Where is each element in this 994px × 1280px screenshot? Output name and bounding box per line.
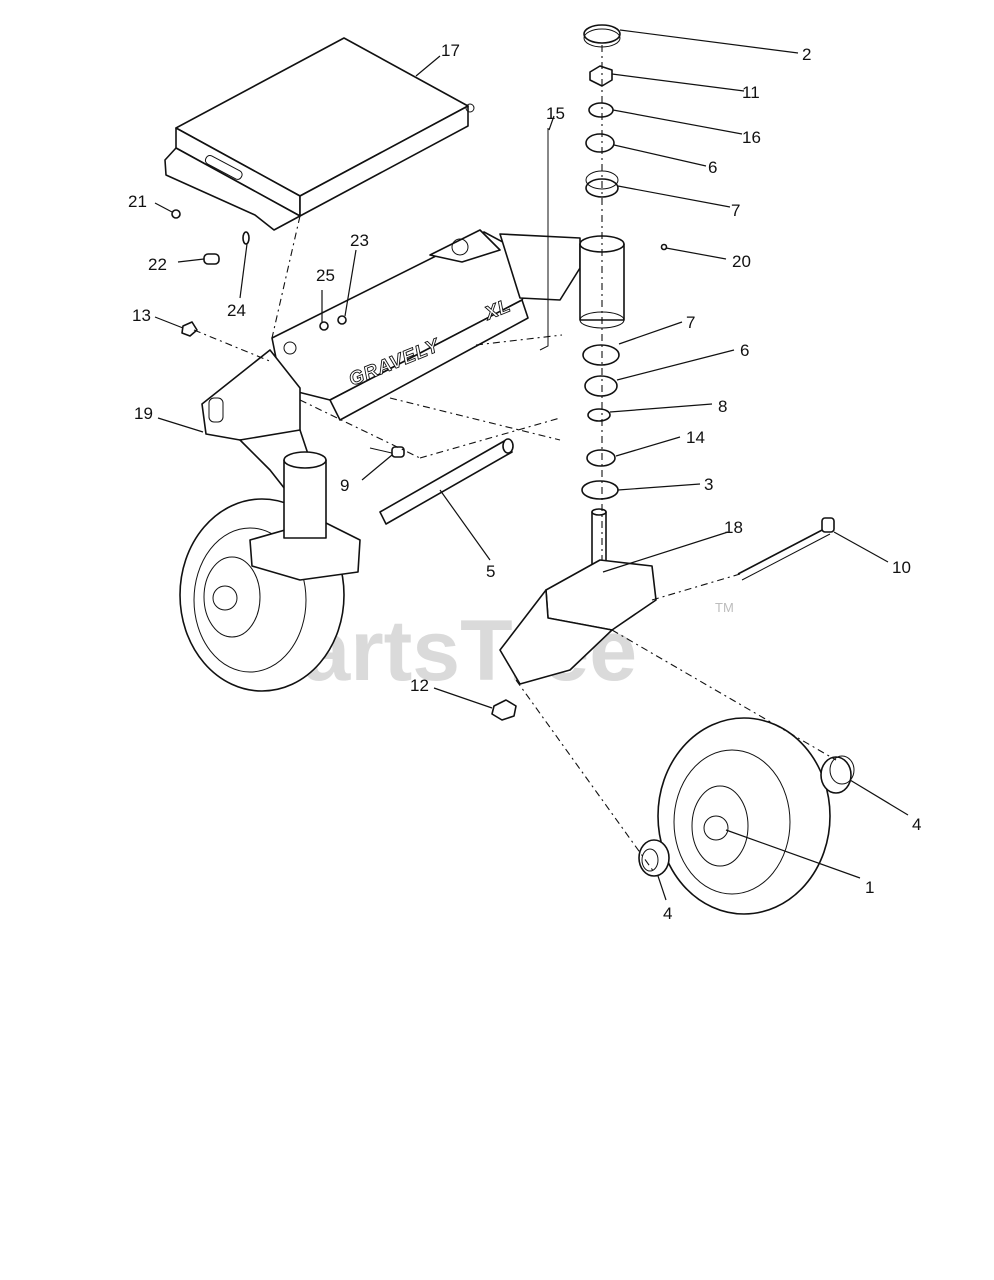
callout-8: 8 <box>718 397 727 416</box>
callout-23: 23 <box>350 231 369 250</box>
part-13-nut <box>181 321 198 337</box>
part-16-washer <box>588 102 614 118</box>
part-15-cable <box>539 128 549 351</box>
callout-5: 5 <box>486 562 495 581</box>
callout-6b: 6 <box>740 341 749 360</box>
callout-6a: 6 <box>708 158 717 177</box>
part-6-bearing-bottom <box>584 375 618 397</box>
part-14-seal <box>586 449 616 467</box>
callout-7a: 7 <box>731 201 740 220</box>
part-20-pin <box>660 243 668 251</box>
callout-24: 24 <box>227 301 246 320</box>
callout-10: 10 <box>892 558 911 577</box>
callout-17: 17 <box>441 41 460 60</box>
callout-2: 2 <box>802 45 811 64</box>
callout-7b: 7 <box>686 313 695 332</box>
part-23-bushing <box>337 315 347 325</box>
part-21-nut <box>171 209 181 219</box>
watermark-tm: TM <box>715 600 734 615</box>
callout-3: 3 <box>704 475 713 494</box>
callout-14: 14 <box>686 428 705 447</box>
callout-4a: 4 <box>912 815 921 834</box>
part-17-cover-plate <box>164 37 475 231</box>
part-5-spacer-tube <box>379 438 514 525</box>
part-6-bearing-top <box>585 133 615 153</box>
callout-1: 1 <box>865 878 874 897</box>
callout-15: 15 <box>546 104 565 123</box>
left-caster-wheel <box>179 451 361 692</box>
callout-11: 11 <box>742 83 760 102</box>
callout-4b: 4 <box>663 904 672 923</box>
part-4-spacer-right <box>820 755 855 794</box>
callout-22: 22 <box>148 255 167 274</box>
callout-20: 20 <box>732 252 751 271</box>
front-axle-frame: GRAVELY XL <box>201 229 581 499</box>
part-10-axle-bolt <box>737 517 835 581</box>
callout-18: 18 <box>724 518 743 537</box>
part-4-spacer-left <box>638 839 670 877</box>
part-24-washer <box>242 231 250 245</box>
callout-21: 21 <box>128 192 147 211</box>
part-25-pin <box>319 321 329 331</box>
callout-12: 12 <box>410 676 429 695</box>
alignment-lines <box>193 45 837 873</box>
callout-labels: 17 2 11 15 16 6 21 7 23 22 20 25 24 13 7… <box>128 41 921 923</box>
part-2-dust-cap <box>583 24 621 48</box>
callout-19: 19 <box>134 404 153 423</box>
callout-16: 16 <box>742 128 761 147</box>
leader-lines <box>154 29 909 901</box>
callout-13: 13 <box>132 306 151 325</box>
part-9-bolt <box>369 446 405 458</box>
part-7-race-bottom <box>582 344 620 366</box>
callout-9: 9 <box>340 476 349 495</box>
callout-25: 25 <box>316 266 335 285</box>
part-11-nut <box>589 65 613 87</box>
part-1-caster-wheel <box>657 717 831 915</box>
part-12-nut <box>491 699 517 721</box>
part-8-washer <box>587 408 611 422</box>
part-3-ring <box>581 480 619 500</box>
caster-pivot-tube <box>579 235 625 329</box>
part-22-bolt <box>203 253 220 265</box>
